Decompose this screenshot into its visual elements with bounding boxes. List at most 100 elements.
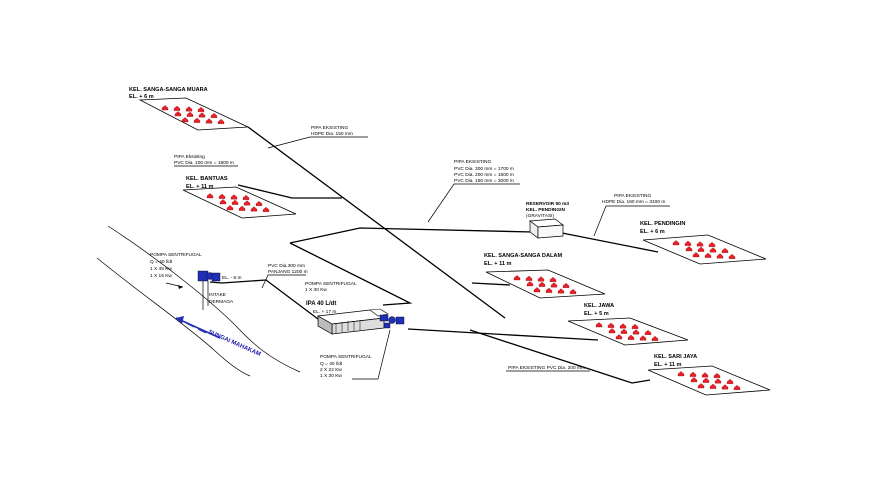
area-jawa: KEL. JAWA EL. + 5 m [567, 303, 689, 346]
house-icon [174, 111, 182, 117]
house-icon [728, 254, 736, 259]
area-sarijaya: KEL. SARI JAYA EL. + 11 m [647, 354, 771, 396]
leader-line [427, 183, 520, 223]
pipe-ipa-loop [289, 242, 413, 306]
note-line-4: 1 X 15 Kw [150, 273, 172, 279]
pipe-to-pendingin [561, 232, 659, 253]
intake-arrow-head [178, 285, 183, 289]
river-flow-arrow-head [176, 316, 184, 324]
area-elevation: EL. + 5 m [584, 311, 609, 317]
area-name: KEL. SANGA-SANGA DALAM [484, 253, 562, 259]
area-plate [567, 317, 689, 346]
river-bank-upper [107, 225, 301, 373]
note-pompa-intake: POMPA SENTRIFUGAL Q = 40 l/dt 1 X 45 Kw … [150, 252, 202, 279]
house-icon [672, 240, 680, 246]
house-icon [185, 106, 193, 112]
area-elevation: EL. + 11 m [654, 362, 682, 368]
ipa-side [317, 315, 333, 335]
houses [672, 240, 736, 259]
pipe-main-trunk [247, 126, 506, 319]
note-line-1: PVC Dia.300 mm [268, 263, 305, 269]
house-icon [226, 205, 234, 211]
house-icon [557, 288, 565, 294]
house-icon [231, 199, 239, 205]
ipa-roof [369, 308, 389, 317]
pump-icon [211, 272, 221, 282]
ipa-plant: IPA 40 L/dt EL. + 17 m [306, 301, 405, 335]
house-icon [230, 194, 238, 200]
house-icon [243, 200, 251, 206]
intake-label-2: DERMAGA [209, 299, 234, 305]
house-icon [713, 373, 721, 378]
river-flow-marks [185, 322, 207, 334]
house-icon [569, 289, 577, 294]
area-plate [642, 234, 767, 265]
area-name: KEL. BANTUAS [186, 176, 228, 182]
houses [595, 322, 659, 341]
ipa-elevation: EL. + 17 m [313, 309, 336, 315]
reservoir: RESERVOIR 50 m3 KEL. PENDINGIN (GRAVITAS… [526, 201, 569, 239]
house-icon [701, 372, 709, 378]
area-dalam: KEL. SANGA-SANGA DALAM EL. + 11 m [484, 253, 606, 299]
house-icon [219, 199, 227, 205]
pipe-bantuas-branch [237, 184, 342, 199]
pipe-network [209, 126, 659, 384]
house-icon [631, 324, 639, 329]
river-label: SUNGAI MAHAKAM [207, 329, 261, 358]
note-line-2: HDPE Dia. 150 mm [311, 131, 353, 137]
house-icon [639, 335, 647, 341]
area-name: KEL. SANGA-SANGA MUARA [129, 87, 208, 93]
pipe-pendingin-trunk [289, 227, 534, 244]
house-icon [651, 336, 659, 341]
leader-line [352, 329, 391, 380]
house-icon [525, 275, 533, 281]
house-icon [697, 246, 705, 252]
note-line-1: POMPA SENTRIFUGAL [150, 252, 202, 258]
note-line-1: POMPA SENTRIFUGAL [320, 354, 372, 360]
leader-line [267, 136, 368, 149]
house-icon [709, 383, 717, 389]
houses [677, 371, 741, 390]
area-name: KEL. JAWA [584, 303, 614, 309]
house-icon [242, 195, 250, 200]
leader-line [261, 274, 306, 289]
reservoir-label-3: (GRAVITASI) [526, 213, 554, 219]
houses [513, 275, 577, 294]
note-line-2: PANJANG 1200 m [268, 269, 308, 275]
house-icon [262, 207, 270, 212]
house-icon [619, 323, 627, 329]
intake-pipes [202, 281, 209, 310]
house-icon [210, 113, 218, 118]
house-icon [550, 282, 558, 288]
house-icon [684, 240, 692, 246]
area-elevation: EL. + 6 m [640, 229, 665, 235]
area-plate [182, 186, 297, 219]
house-icon [677, 371, 685, 377]
note-line-2: Q = 40 l/dt [320, 361, 343, 367]
river-bank-lower [96, 257, 251, 377]
house-icon [704, 252, 712, 258]
house-icon [161, 105, 169, 111]
note-line-1: PIPA Eksisting [174, 154, 205, 160]
note-pipa-hdpe-150: PIPA EKSISTING HDPE Dia. 150 mm [267, 125, 368, 149]
house-icon [549, 277, 557, 282]
area-muara: KEL. SANGA-SANGA MUARA EL. + 6 m [129, 87, 249, 131]
house-icon [197, 107, 205, 112]
house-icon [255, 201, 263, 206]
house-icon [716, 253, 724, 259]
note-pompa-out: POMPA SENTRIFUGAL Q = 40 l/dt 2 X 22 Kw … [320, 329, 391, 380]
houses [161, 105, 225, 124]
note-line-3: 2 X 22 Kw [320, 367, 342, 373]
house-icon [733, 385, 741, 390]
area-plate [138, 97, 249, 131]
house-icon [186, 111, 194, 117]
house-icon [533, 287, 541, 293]
house-icon [690, 377, 698, 383]
pipe-to-dalam [471, 282, 511, 286]
river: SUNGAI MAHAKAM [96, 225, 301, 377]
intake-elevation: EL. - 6 m [222, 275, 241, 281]
house-icon [526, 281, 534, 287]
house-icon [697, 383, 705, 389]
area-elevation: EL. + 6 m [129, 94, 154, 100]
